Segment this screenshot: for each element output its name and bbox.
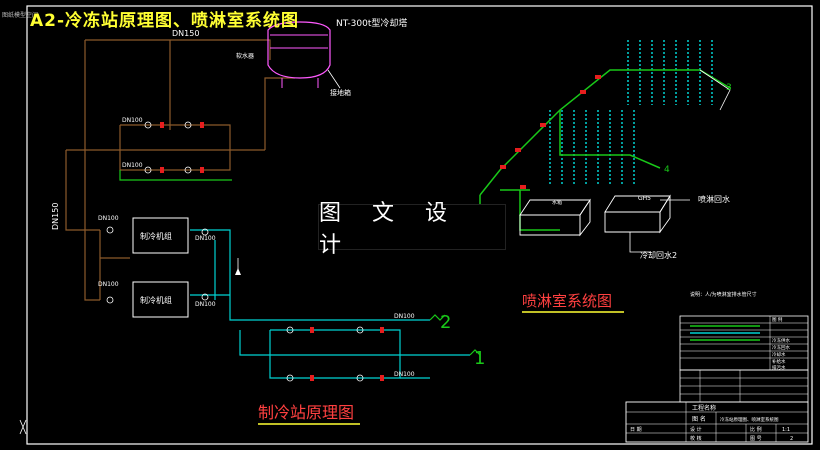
legend-row: 冷冻供水 bbox=[772, 337, 790, 344]
station-caption: 制冷站原理图 bbox=[258, 403, 354, 422]
tank-2-label: GH5 bbox=[638, 195, 651, 202]
legend-row: 图 例 bbox=[772, 316, 783, 323]
cooling-tower bbox=[267, 21, 341, 89]
project-label: 工程名称 bbox=[692, 404, 716, 412]
port-2-label: 2 bbox=[440, 312, 451, 333]
pipe-size-label: DN100 bbox=[98, 215, 119, 222]
title-block: 工程名称 图 名 冷冻站原理图、喷淋室系统图 设 计 校 核 比 例 1:1 图… bbox=[625, 401, 809, 443]
scale-label: 比 例 bbox=[750, 426, 762, 433]
pipe-size-label: DN100 bbox=[195, 301, 216, 308]
spray-caption: 喷淋室系统图 bbox=[522, 292, 612, 310]
chiller-unit-2 bbox=[132, 281, 189, 318]
station-diagram: NT-300t型冷却塔 DN150 DN150 接地箱 软水器 制冷机组 制冷机… bbox=[19, 17, 485, 435]
pumps-and-valves bbox=[106, 121, 364, 382]
spray-note: 说明：人/为喷淋室排水管尺寸 bbox=[690, 291, 757, 298]
chiller-unit-1 bbox=[132, 217, 189, 254]
check-label: 校 核 bbox=[690, 435, 702, 442]
spray-return-label: 喷淋回水 bbox=[698, 194, 730, 204]
scale-value: 1:1 bbox=[782, 427, 790, 433]
chiller-2-label: 制冷机组 bbox=[140, 295, 172, 305]
legend-row: 冷冻回水 bbox=[772, 344, 790, 351]
water-tanks bbox=[519, 194, 671, 237]
return-lines bbox=[629, 69, 731, 253]
tower-number-bottom: 4 bbox=[664, 165, 670, 175]
date-label: 日 期 bbox=[630, 427, 642, 433]
cad-space-tag: 图纸模型空间 bbox=[2, 12, 39, 19]
page-title: A2-冷冻站原理图、喷淋室系统图 bbox=[30, 11, 300, 31]
drawing-frame bbox=[26, 5, 813, 445]
pipe-size-label: DN100 bbox=[195, 235, 216, 242]
spray-valve-marks bbox=[500, 75, 601, 189]
softener-label: 软水器 bbox=[236, 52, 254, 60]
cooling-water-pipes bbox=[65, 39, 295, 301]
sheet-value: 2 bbox=[790, 436, 793, 442]
chiller-1-label: 制冷机组 bbox=[140, 231, 172, 241]
legend-row: 补给水 bbox=[772, 358, 786, 365]
chilled-return-label: 冷却回水2 bbox=[640, 250, 677, 260]
flow-arrow bbox=[235, 268, 241, 275]
port-1-label: 1 bbox=[474, 348, 485, 369]
dn150-top-label: DN150 bbox=[172, 29, 199, 38]
pipe-size-label: DN100 bbox=[394, 313, 415, 320]
legend-row: 冷却水 bbox=[772, 351, 786, 358]
tower-label: NT-300t型冷却塔 bbox=[336, 17, 407, 29]
pipe-size-label: DN100 bbox=[98, 281, 119, 288]
supply-pipes bbox=[119, 170, 481, 356]
spray-nozzle-columns bbox=[549, 40, 713, 185]
sheet-label: 图 号 bbox=[750, 436, 762, 442]
drawing-label: 图 名 bbox=[692, 415, 706, 423]
tower-number-top: 3 bbox=[726, 83, 732, 93]
ground-label: 接地箱 bbox=[330, 88, 351, 97]
pipe-size-label: DN100 bbox=[394, 371, 415, 378]
drawing-title: 冷冻站原理图、喷淋室系统图 bbox=[720, 416, 779, 423]
design-label: 设 计 bbox=[690, 426, 702, 433]
pipe-size-label: DN100 bbox=[122, 117, 143, 124]
watermark: 图 文 设 计 bbox=[318, 201, 506, 258]
spray-room-diagram: 喷淋回水 冷却回水2 水箱 GH5 3 4 喷淋室系统图 说明：人/为喷淋室排水… bbox=[479, 40, 757, 313]
pipe-size-label: DN100 bbox=[122, 162, 143, 169]
legend-table: 图 例 冷冻供水 冷冻回水 冷却水 补给水 排污水 bbox=[679, 315, 809, 403]
tank-1-label: 水箱 bbox=[552, 199, 562, 206]
legend-row: 排污水 bbox=[772, 364, 786, 371]
dn150-side-label: DN150 bbox=[51, 203, 60, 230]
red-valve-marks bbox=[160, 122, 384, 381]
